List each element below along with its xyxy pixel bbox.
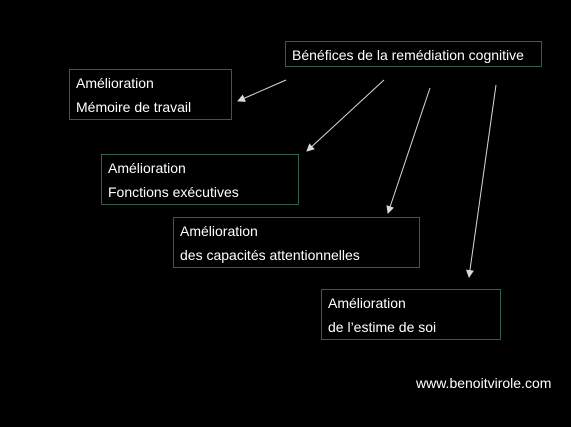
- box-fonctions-line2: Fonctions exécutives: [108, 184, 239, 200]
- box-fonctions-executives: Amélioration Fonctions exécutives: [101, 154, 299, 205]
- box-estime-de-soi: Amélioration de l’estime de soi: [321, 289, 501, 340]
- title-text: Bénéfices de la remédiation cognitive: [292, 47, 524, 63]
- box-memoire-line2: Mémoire de travail: [76, 99, 192, 115]
- arrow-to-attention: [386, 87, 431, 214]
- box-attention-line2: des capacités attentionnelles: [180, 247, 360, 263]
- box-memoire-line1: Amélioration: [76, 75, 154, 91]
- box-fonctions-line1: Amélioration: [108, 160, 186, 176]
- box-capacites-attentionnelles: Amélioration des capacités attentionnell…: [173, 217, 420, 268]
- box-memoire-travail: Amélioration Mémoire de travail: [69, 69, 232, 120]
- box-estime-line2: de l’estime de soi: [328, 319, 437, 335]
- box-estime-line1: Amélioration: [328, 295, 406, 311]
- arrow-to-memoire: [237, 79, 287, 102]
- arrow-to-fonctions: [306, 79, 385, 152]
- title-box: Bénéfices de la remédiation cognitive: [285, 41, 542, 67]
- arrow-to-estime: [466, 84, 497, 278]
- footer-url: www.benoitvirole.com: [416, 375, 552, 391]
- box-attention-line1: Amélioration: [180, 223, 258, 239]
